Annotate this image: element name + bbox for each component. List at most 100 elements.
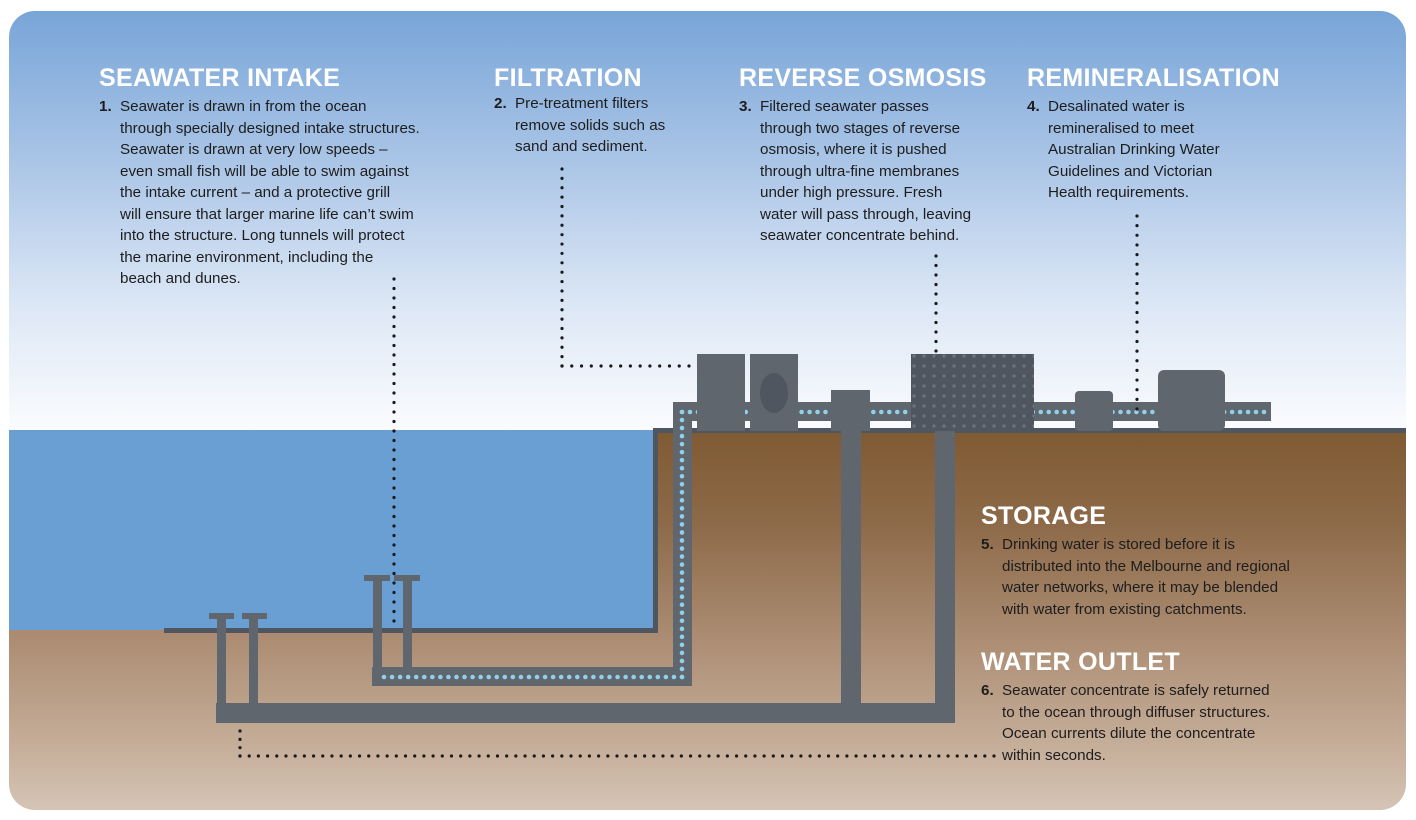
- leader-dot: [431, 754, 435, 758]
- flow-dot: [1118, 409, 1123, 415]
- flow-dot: [679, 506, 685, 511]
- leader-dot: [392, 277, 396, 281]
- leader-dot: [275, 754, 279, 758]
- leader-dot: [1135, 310, 1139, 315]
- leader-dot: [597, 754, 601, 758]
- leader-dot: [934, 349, 938, 353]
- description-line: through specially designed intake struct…: [120, 119, 420, 137]
- leader-dot: [652, 754, 656, 758]
- leader-dot: [560, 308, 564, 312]
- leader-dot: [934, 330, 938, 334]
- flow-dot: [607, 674, 612, 680]
- leader-dot: [392, 552, 396, 557]
- flow-dot: [815, 409, 820, 415]
- leader-dot: [983, 754, 987, 758]
- flow-dot: [687, 409, 693, 415]
- description-line: Australian Drinking Water: [1048, 141, 1220, 158]
- leader-dot: [392, 514, 396, 519]
- leader-dot: [863, 754, 867, 758]
- leader-dot: [238, 737, 242, 741]
- leader-dot: [934, 320, 938, 325]
- leader-dot: [392, 467, 396, 471]
- leader-dot: [658, 364, 662, 368]
- leader-dot: [1135, 368, 1139, 372]
- leader-dot: [1135, 349, 1139, 353]
- leader-dot: [321, 754, 325, 758]
- leader-dot: [394, 754, 398, 758]
- leader-dot: [882, 754, 886, 758]
- leader-dot: [392, 533, 396, 538]
- flow-dot: [679, 634, 685, 640]
- leader-dot: [392, 505, 396, 509]
- description-line: to the ocean through diffuser structures…: [1002, 703, 1271, 721]
- step-heading: SEAWATER INTAKE: [99, 64, 341, 92]
- storage-tank: [1158, 370, 1225, 431]
- flow-dot: [679, 626, 685, 632]
- leader-dot: [413, 754, 417, 758]
- leader-dot: [560, 336, 564, 340]
- leader-dot: [934, 254, 938, 258]
- leader-dot: [392, 429, 396, 433]
- leader-dot: [392, 391, 396, 395]
- flow-dot: [902, 409, 908, 415]
- leader-dot: [642, 754, 647, 758]
- flow-dot: [550, 674, 556, 680]
- leader-dot: [955, 754, 959, 758]
- remineralisation-unit: [1075, 391, 1113, 431]
- step-heading: FILTRATION: [494, 64, 642, 92]
- leader-dot: [293, 754, 297, 758]
- flow-dot: [679, 578, 685, 583]
- step-seawater-intake: SEAWATER INTAKE 1. Seawater is drawn in …: [99, 64, 459, 290]
- leader-dot: [392, 600, 396, 604]
- leader-dot: [560, 204, 564, 209]
- flow-dot: [871, 409, 876, 415]
- flow-dot: [615, 674, 620, 680]
- flow-dot: [494, 674, 500, 680]
- leader-dot: [891, 754, 895, 758]
- leader-dot: [392, 400, 396, 405]
- leader-dot: [486, 754, 490, 758]
- flow-dot: [583, 674, 588, 680]
- description-line: osmosis, where it is pushed: [760, 141, 947, 158]
- flow-dot: [679, 514, 685, 519]
- leader-dot: [392, 286, 396, 291]
- leader-dot: [392, 362, 396, 367]
- flow-dot: [438, 674, 443, 680]
- leader-dot: [560, 195, 564, 199]
- flow-dot: [679, 409, 685, 415]
- description-line: under high pressure. Fresh: [760, 184, 943, 201]
- description-line: with water from existing catchments.: [1002, 600, 1247, 618]
- leader-dot: [974, 754, 978, 758]
- flow-dot: [470, 674, 475, 680]
- leader-dot: [687, 364, 691, 368]
- description-line: remineralised to meet: [1048, 119, 1195, 137]
- leader-dot: [514, 754, 518, 758]
- flow-dot: [478, 674, 483, 680]
- flow-dot: [679, 562, 685, 567]
- leader-dot: [918, 754, 923, 758]
- leader-dot: [1135, 233, 1139, 237]
- leader-dot: [392, 334, 396, 338]
- leader-dot: [459, 754, 463, 758]
- leader-dot: [403, 754, 408, 758]
- leader-dot: [284, 754, 288, 758]
- flow-dot: [679, 481, 685, 487]
- step-number: 4.: [1027, 98, 1040, 115]
- leader-dot: [560, 345, 564, 349]
- leader-dot: [790, 754, 794, 758]
- flow-dot: [526, 674, 532, 680]
- description-line: seawater concentrate behind.: [760, 227, 960, 244]
- flow-dot: [1150, 409, 1155, 415]
- description-line: remove solids such as: [515, 116, 666, 134]
- leader-dot: [579, 364, 584, 368]
- leader-dot: [392, 372, 396, 376]
- leader-dot: [560, 355, 564, 359]
- leader-lines: [238, 167, 1139, 758]
- step-number: 1.: [99, 98, 112, 115]
- leader-dot: [560, 317, 564, 321]
- leader-dot: [560, 214, 564, 218]
- leader-dot: [560, 298, 564, 302]
- description-line: Drinking water is stored before it is: [1002, 536, 1235, 553]
